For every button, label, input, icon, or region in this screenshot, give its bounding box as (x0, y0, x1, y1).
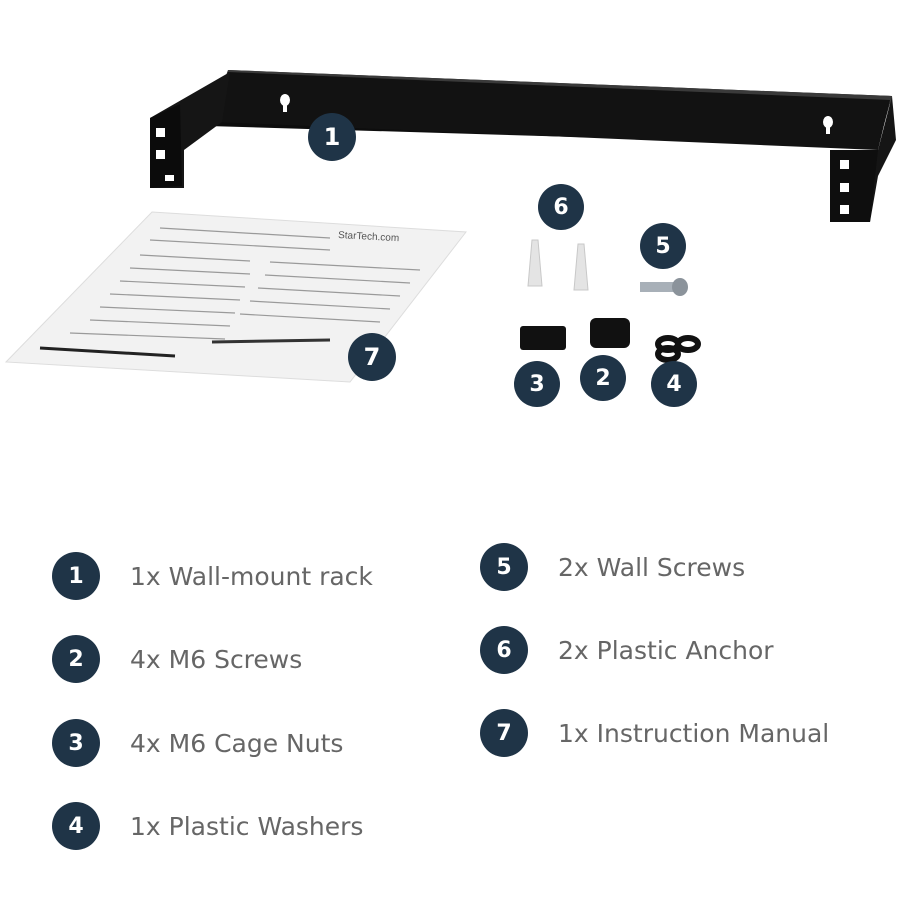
manual-logo: StarTech.com (338, 230, 400, 244)
legend-item: 6 2x Plastic Anchor (480, 625, 774, 675)
legend-label: 1x Plastic Washers (130, 811, 364, 841)
legend-item: 4 1x Plastic Washers (52, 801, 363, 851)
callout-badge-1: 1 (308, 113, 356, 161)
product-photo: StarTech.com (4, 70, 896, 383)
legend-label: 4x M6 Cage Nuts (130, 728, 344, 758)
legend-number-badge: 1 (52, 552, 100, 600)
legend-number-badge: 6 (480, 626, 528, 674)
legend-item: 7 1x Instruction Manual (480, 708, 829, 758)
legend-number-badge: 4 (52, 802, 100, 850)
wall-screw (640, 278, 688, 296)
callout-badge-4: 4 (651, 361, 697, 407)
legend-item: 2 4x M6 Screws (52, 634, 302, 684)
cage-nuts (520, 326, 566, 350)
legend-number-badge: 3 (52, 719, 100, 767)
legend-number-badge: 2 (52, 635, 100, 683)
legend-item: 1 1x Wall-mount rack (52, 551, 373, 601)
plastic-washers (655, 335, 701, 363)
legend-label: 1x Wall-mount rack (130, 561, 373, 591)
wall-mount-bracket (150, 70, 896, 222)
m6-screws (590, 318, 630, 348)
legend-label: 4x M6 Screws (130, 644, 303, 674)
callout-badge-6: 6 (538, 184, 584, 230)
plastic-anchor (527, 239, 589, 291)
callout-badge-7: 7 (348, 333, 396, 381)
callout-badge-3: 3 (514, 361, 560, 407)
callout-badge-5: 5 (640, 223, 686, 269)
instruction-manual: StarTech.com (4, 211, 467, 383)
legend-label: 2x Wall Screws (558, 552, 746, 582)
legend-number-badge: 5 (480, 543, 528, 591)
legend-label: 2x Plastic Anchor (558, 635, 774, 665)
callout-badge-2: 2 (580, 355, 626, 401)
legend-item: 5 2x Wall Screws (480, 542, 745, 592)
legend-label: 1x Instruction Manual (558, 718, 830, 748)
legend-item: 3 4x M6 Cage Nuts (52, 718, 343, 768)
legend-number-badge: 7 (480, 709, 528, 757)
